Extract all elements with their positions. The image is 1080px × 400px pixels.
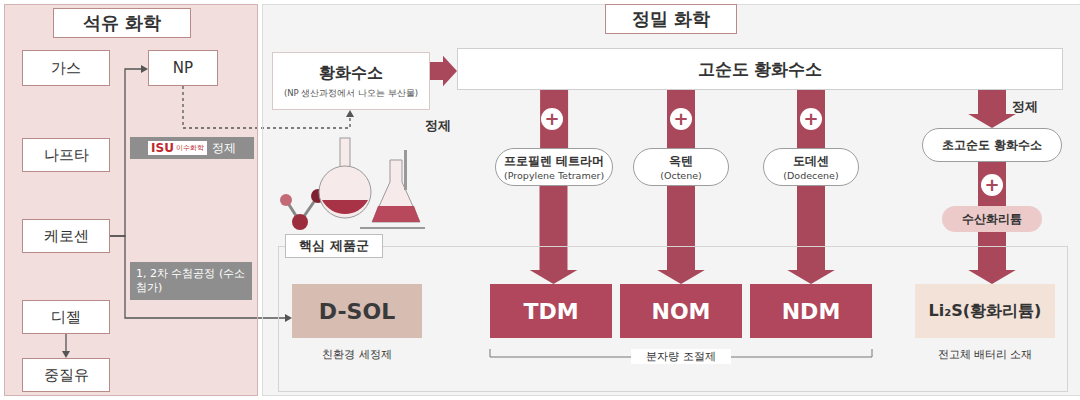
connector-path bbox=[540, 90, 568, 148]
connector-path bbox=[110, 236, 285, 318]
node-title: TDM bbox=[490, 284, 612, 338]
connector-path bbox=[65, 334, 66, 351]
node-title: 가스 bbox=[51, 59, 81, 78]
logo-text: ISU bbox=[151, 141, 174, 155]
step-label: 정제 bbox=[425, 117, 451, 135]
node-title: 디젤 bbox=[51, 308, 81, 327]
connector-line bbox=[62, 334, 70, 358]
group-label: 분자량 조절제 bbox=[631, 349, 731, 364]
connector-path bbox=[667, 90, 695, 148]
process-box: 가스 bbox=[22, 50, 110, 86]
process-box: 나프타 bbox=[22, 138, 110, 172]
step-label: 정제 bbox=[1012, 98, 1038, 116]
node-title: 도데센 bbox=[793, 153, 829, 170]
reagent-oval: 도데센(Dodecene) bbox=[763, 148, 859, 186]
product-card: NOM bbox=[620, 284, 742, 338]
connector-path bbox=[430, 62, 443, 80]
connector-path bbox=[978, 90, 1006, 114]
node-title: 수산화리튬 bbox=[962, 211, 1022, 228]
node-title: NOM bbox=[620, 284, 742, 338]
process-note: 정제 bbox=[212, 140, 236, 157]
reagent-oval: 옥텐(Octene) bbox=[633, 148, 729, 186]
arrow-head bbox=[968, 114, 1016, 128]
material-box: 고순도 황화수소 bbox=[457, 48, 1063, 90]
node-title: 초고순도 황화수소 bbox=[942, 137, 1042, 154]
plus-sign: + bbox=[981, 174, 1003, 196]
process-box: 중질유 bbox=[22, 358, 110, 392]
arrow-head bbox=[530, 270, 578, 284]
reagent-pill: 수산화리튬 bbox=[942, 206, 1042, 232]
arrow-head bbox=[443, 56, 457, 87]
node-title: 프로필렌 테트라머 bbox=[504, 153, 604, 170]
product-card: D-SOL 친환경 세정제 bbox=[292, 284, 422, 362]
flow-arrow bbox=[787, 186, 835, 284]
node-title: Li₂S(황화리튬) bbox=[915, 284, 1055, 338]
process-note: 1, 2차 수첨공정 (수소 첨가) bbox=[136, 267, 246, 296]
flow-arrow bbox=[530, 186, 578, 284]
connector-path bbox=[978, 162, 1006, 206]
product-card: TDM bbox=[490, 284, 612, 338]
refine-band: ISU 이수화학 정제 bbox=[130, 137, 254, 159]
node-title: 석유 화학 bbox=[53, 8, 191, 38]
region-panel: 석유 화학가스 NP 나프타케로센디젤중질유 bbox=[4, 4, 258, 396]
arrow-head bbox=[657, 270, 705, 284]
arrow-head bbox=[62, 351, 70, 358]
flow-arrow bbox=[968, 90, 1016, 128]
node-title: 고순도 황화수소 bbox=[698, 58, 823, 81]
reagent-oval: 초고순도 황화수소 bbox=[922, 128, 1062, 162]
node-title: D-SOL bbox=[292, 284, 422, 338]
node-title: 정밀 화학 bbox=[605, 4, 737, 34]
flow-arrow bbox=[657, 186, 705, 284]
process-box: NP bbox=[148, 50, 218, 86]
node-title: 옥텐 bbox=[669, 153, 693, 170]
node-title: NDM bbox=[750, 284, 872, 338]
node-title: NP bbox=[173, 59, 193, 77]
arrow-head bbox=[968, 270, 1016, 284]
arrow-head bbox=[141, 65, 148, 73]
node-title: 중질유 bbox=[44, 366, 89, 385]
node-subtitle: (Dodecene) bbox=[783, 170, 838, 181]
reagent-oval: 프로필렌 테트라머(Propylene Tetramer) bbox=[495, 148, 613, 186]
flask-illustration bbox=[280, 138, 425, 230]
flow-arrow bbox=[430, 56, 457, 87]
process-box: 케로센 bbox=[22, 219, 110, 253]
node-subtitle: 전고체 배터리 소재 bbox=[938, 347, 1033, 362]
node-title: 나프타 bbox=[44, 146, 89, 165]
product-group: 핵심 제품군D-SOL친환경 세정제TDMNOMNDMLi₂S(황화리튬)전고체… bbox=[278, 246, 1068, 392]
product-card: Li₂S(황화리튬) 전고체 배터리 소재 bbox=[915, 284, 1055, 362]
node-title: 황화수소 bbox=[319, 63, 383, 84]
node-subtitle: (Octene) bbox=[660, 170, 702, 181]
arrow-head bbox=[346, 110, 354, 117]
product-card: NDM bbox=[750, 284, 872, 338]
connector-path bbox=[978, 232, 1006, 270]
node-subtitle: (Propylene Tetramer) bbox=[504, 170, 604, 181]
process-box: 디젤 bbox=[22, 300, 110, 334]
connector-path bbox=[667, 186, 695, 270]
process-band: 1, 2차 수첨공정 (수소 첨가) bbox=[130, 262, 252, 300]
logo-patch: ISU 이수화학 bbox=[148, 141, 207, 155]
node-title: 핵심 제품군 bbox=[285, 234, 383, 258]
source-box: 황화수소 (NP 생산과정에서 나오는 부산물) bbox=[272, 52, 430, 110]
arrow-head bbox=[285, 314, 292, 322]
flow-arrow bbox=[968, 232, 1016, 284]
connector-line bbox=[110, 236, 292, 322]
logo-subtext: 이수화학 bbox=[176, 143, 204, 153]
region-panel: 정밀 화학황화수소 (NP 생산과정에서 나오는 부산물) 고순도 황화수소프로필렌… bbox=[262, 4, 1080, 396]
panel-fill bbox=[262, 4, 1080, 396]
plus-sign: + bbox=[800, 108, 822, 130]
plus-sign: + bbox=[670, 108, 692, 130]
panel-fill bbox=[4, 4, 258, 396]
node-subtitle: (NP 생산과정에서 나오는 부산물) bbox=[284, 88, 418, 100]
arrow-head bbox=[787, 270, 835, 284]
connector-path bbox=[797, 186, 825, 270]
node-subtitle: 친환경 세정제 bbox=[322, 347, 392, 362]
connector-path bbox=[797, 90, 825, 148]
node-title: 케로센 bbox=[44, 227, 89, 246]
plus-sign: + bbox=[541, 108, 563, 130]
connector-path bbox=[540, 186, 568, 270]
